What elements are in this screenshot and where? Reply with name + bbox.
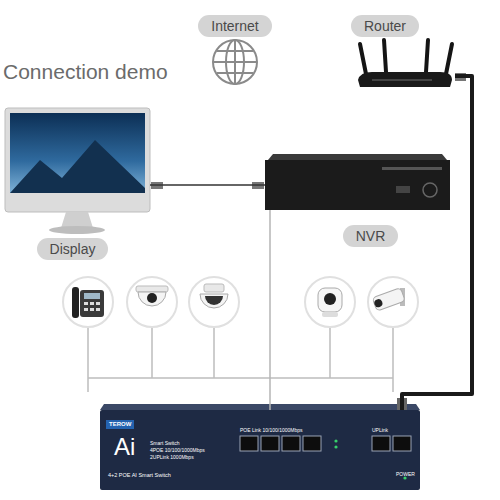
device-label: Router	[364, 18, 406, 34]
wire-bus	[88, 377, 393, 379]
port-label: POE Link 10/100/1000Mbps	[240, 428, 303, 434]
wire	[329, 327, 331, 378]
router-antenna	[426, 40, 428, 72]
dome-camera	[138, 292, 166, 306]
status-led	[334, 439, 337, 442]
camera-lens	[373, 298, 383, 308]
ptz-dome-glass	[205, 296, 223, 305]
status-led	[334, 445, 337, 448]
nvr-top	[268, 154, 447, 160]
wire	[87, 327, 89, 378]
router-body	[358, 72, 452, 87]
spec-text: Smart Switch	[150, 441, 179, 447]
label-pill: Router	[351, 15, 419, 37]
network-cable	[402, 76, 472, 410]
icon-circle	[189, 277, 239, 327]
monitor-base	[49, 226, 105, 234]
hdmi-cable	[150, 184, 265, 186]
monitor-bezel	[5, 108, 150, 212]
phone-handset	[72, 287, 79, 318]
icon-circle	[368, 277, 418, 327]
router-antenna	[384, 40, 386, 72]
globe-equator	[213, 61, 257, 63]
diagram-title: Connection demo	[3, 60, 168, 84]
power-label: POWER	[396, 472, 415, 478]
monitor-screen	[10, 113, 145, 193]
phone-key	[90, 302, 94, 305]
phone-key	[96, 302, 100, 305]
ptz-mount	[204, 284, 224, 292]
device-wires	[88, 327, 393, 392]
nvr-recorder: NVR	[265, 160, 450, 210]
ethernet-port	[240, 436, 258, 451]
wire	[213, 327, 215, 378]
screen-mountains	[10, 140, 145, 193]
switch-top	[100, 404, 420, 410]
ethernet-port	[303, 436, 321, 451]
spec-text: 4POE 10/100/1000Mbps	[150, 448, 205, 454]
device-label: Display	[50, 241, 96, 257]
switch-illustration	[100, 398, 420, 490]
monitor-icon	[5, 108, 264, 234]
ethernet-port	[282, 436, 300, 451]
wire	[392, 378, 394, 392]
icon-circle	[305, 277, 355, 327]
phone-key	[96, 308, 100, 311]
label-pill: Display	[37, 238, 109, 260]
router-icon	[358, 40, 466, 87]
globe-outline	[213, 40, 257, 84]
router-antenna	[446, 44, 452, 74]
camera-lens	[324, 293, 336, 305]
camera-lens	[147, 293, 157, 303]
device-label: Internet	[211, 18, 258, 34]
device-icons	[63, 277, 418, 327]
uplink-port	[372, 436, 390, 451]
nvr-icon	[265, 154, 450, 210]
monitor-stand	[61, 212, 93, 228]
nvr-body	[265, 160, 450, 210]
spec-text: 2UPLink 1000Mbps	[150, 455, 194, 461]
icon-circle	[127, 277, 177, 327]
phone-screen	[84, 293, 100, 299]
router-antenna	[360, 44, 366, 74]
router-led-strip	[372, 79, 432, 81]
phone-key	[84, 302, 88, 305]
label-pill: NVR	[343, 225, 399, 247]
internet-globe: Internet	[213, 40, 257, 84]
port-label: UPLink	[372, 428, 388, 434]
nvr-panel-strip	[382, 167, 442, 170]
wire	[87, 378, 89, 392]
wire	[151, 327, 153, 378]
device-label: NVR	[356, 228, 386, 244]
switch-front	[100, 410, 420, 490]
brand-name: TEROW	[106, 420, 134, 429]
icon-circle	[63, 277, 113, 327]
nvr-usb	[396, 186, 410, 193]
uplink-port	[393, 436, 411, 451]
ptz-camera	[200, 294, 228, 308]
phone-key	[84, 308, 88, 311]
phone-key	[90, 308, 94, 311]
phone-body	[80, 290, 104, 317]
poe-switch: TEROW Ai Smart Switch4POE 10/100/1000Mbps2…	[100, 410, 420, 490]
label-pill: Internet	[198, 15, 271, 37]
model-name: 4+2 POE AI Smart Switch	[108, 472, 171, 478]
display-monitor: Display	[5, 108, 150, 212]
model-logo: Ai	[114, 434, 135, 460]
nvr-dial	[423, 183, 437, 197]
globe-icon	[213, 40, 257, 84]
globe-parallel	[217, 51, 253, 73]
dome-mount	[136, 286, 168, 292]
cube-camera	[318, 288, 342, 312]
network-cable	[269, 210, 271, 410]
camera-base	[322, 312, 338, 317]
wire	[392, 327, 394, 378]
router-device: Router	[355, 40, 455, 90]
ethernet-port	[261, 436, 279, 451]
bullet-camera	[372, 288, 405, 311]
